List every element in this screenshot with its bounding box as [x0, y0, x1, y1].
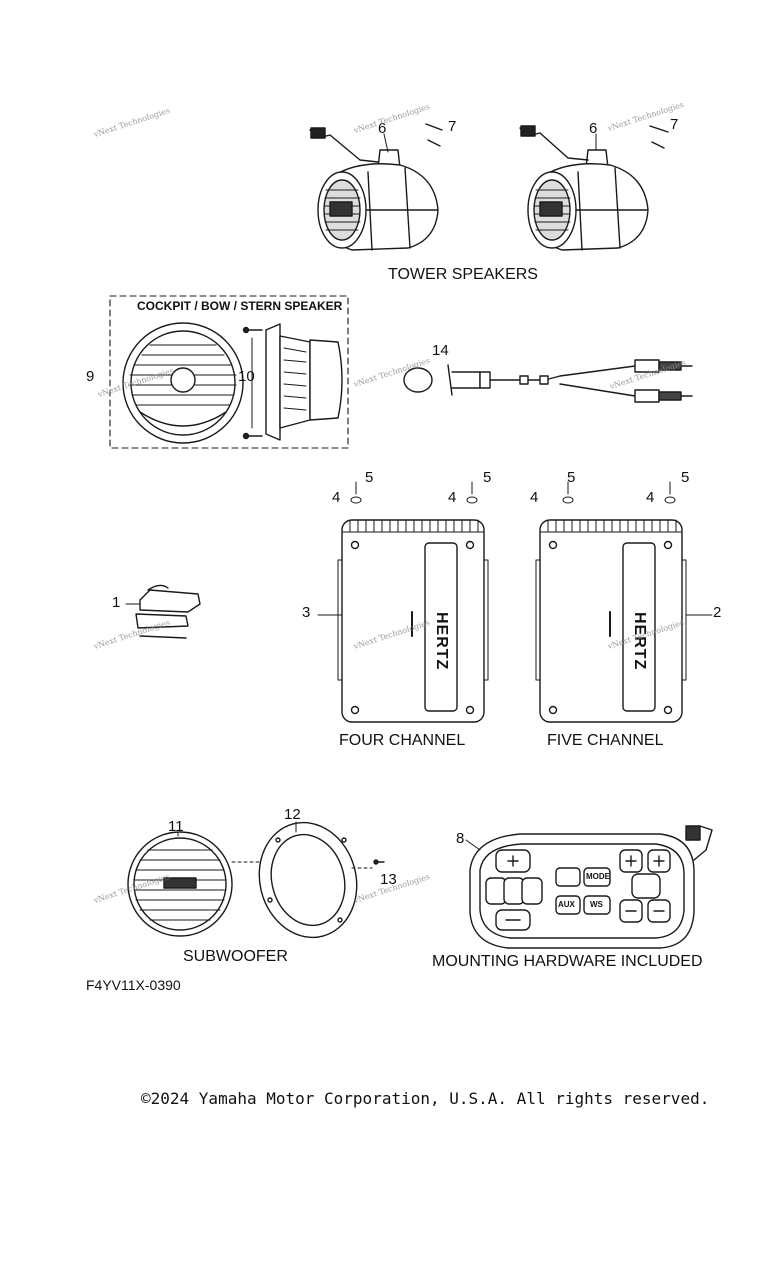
cockpit-speaker-box — [109, 295, 349, 449]
diagram-code: F4YV11X-0390 — [86, 977, 181, 993]
screws-10 — [242, 326, 263, 440]
tower-speaker-right — [519, 125, 649, 251]
part-number-4c: 4 — [530, 489, 539, 506]
part-number-4a: 4 — [332, 489, 341, 506]
copyright-notice: ©2024 Yamaha Motor Corporation, U.S.A. A… — [141, 1089, 710, 1108]
part-number-9: 9 — [86, 368, 95, 385]
part-number-11: 11 — [168, 818, 184, 835]
remote-control — [469, 825, 713, 949]
part-number-5a: 5 — [365, 469, 374, 486]
amplifier-four-channel — [337, 519, 489, 723]
caption-subwoofer: SUBWOOFER — [183, 948, 288, 965]
part-1-bracket — [125, 584, 201, 639]
remote-aux-label: AUX — [558, 900, 575, 909]
part-number-7b: 7 — [670, 116, 679, 133]
part-number-2: 2 — [713, 604, 722, 621]
part-number-13: 13 — [380, 871, 397, 888]
caption-cockpit-box: COCKPIT / BOW / STERN SPEAKER — [137, 299, 343, 313]
cockpit-speaker-side — [265, 323, 343, 441]
caption-mounting-hardware: MOUNTING HARDWARE INCLUDED — [432, 953, 703, 970]
part-number-7a: 7 — [448, 118, 457, 135]
part-number-4d: 4 — [646, 489, 655, 506]
amplifier-five-channel — [535, 519, 687, 723]
part-number-4b: 4 — [448, 489, 457, 506]
part-number-5b: 5 — [483, 469, 492, 486]
part-number-5c: 5 — [567, 469, 576, 486]
subwoofer-grille — [127, 831, 233, 937]
caption-four-channel: FOUR CHANNEL — [339, 732, 466, 749]
caption-five-channel: FIVE CHANNEL — [547, 732, 664, 749]
part-number-6b: 6 — [589, 120, 598, 137]
bolt-set-4-5 — [350, 481, 676, 504]
remote-ws-label: WS — [590, 900, 603, 909]
bolt-7-right — [649, 125, 669, 149]
tower-speaker-left — [309, 127, 439, 251]
screw-13 — [373, 859, 385, 865]
remote-mode-label: MODE — [586, 872, 610, 881]
amp-brand-logo-four: HERTZ — [433, 612, 450, 671]
caption-tower-speakers: TOWER SPEAKERS — [388, 266, 538, 283]
part-number-3: 3 — [302, 604, 311, 621]
part-number-1: 1 — [112, 594, 121, 611]
part-number-8: 8 — [456, 830, 465, 847]
cable-assembly-14 — [403, 359, 693, 403]
bolt-7-left — [425, 123, 443, 147]
subwoofer-ring — [258, 821, 358, 939]
part-number-6a: 6 — [378, 120, 387, 137]
part-number-12: 12 — [284, 806, 301, 823]
cockpit-speaker-grille — [122, 322, 244, 444]
part-number-14: 14 — [432, 342, 449, 359]
part-number-10: 10 — [238, 368, 255, 385]
part-number-5d: 5 — [681, 469, 690, 486]
